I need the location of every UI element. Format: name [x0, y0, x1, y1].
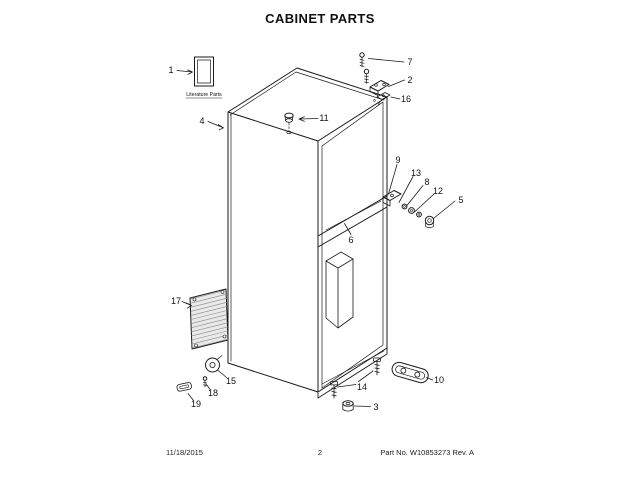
small-screw: [202, 376, 208, 388]
callout-7: 7: [407, 57, 412, 67]
top-hinge-screw-2: [363, 68, 370, 84]
footer-part-no: Part No. W10853273 Rev. A: [380, 448, 474, 457]
callout-11: 11: [319, 113, 328, 123]
leveling-bolt-left: [330, 381, 338, 399]
callout-18: 18: [208, 388, 218, 398]
base-grommet: [342, 400, 354, 412]
callout-16: 16: [401, 94, 411, 104]
compressor-roller: [205, 355, 223, 373]
callout-9: 9: [395, 155, 400, 165]
top-hinge-bracket: [369, 80, 390, 96]
mullion-rail: [317, 195, 388, 248]
hinge-shim: [376, 92, 391, 100]
callouts: 1 2 3 4 5 6 7 8 9 10 11 12 13 14 15 16 1…: [168, 57, 463, 412]
callout-12: 12: [433, 186, 443, 196]
callout-17: 17: [171, 296, 181, 306]
callout-6: 6: [348, 235, 353, 245]
footer-date: 11/18/2015: [166, 448, 203, 457]
callout-3: 3: [373, 402, 378, 412]
callout-13: 13: [411, 168, 421, 178]
literature-label: Literature Parts: [186, 92, 222, 98]
callout-14: 14: [357, 382, 367, 392]
callout-8: 8: [424, 177, 429, 187]
callout-2: 2: [407, 75, 412, 85]
page-title: CABINET PARTS: [265, 11, 375, 26]
hinge-grommet: [424, 215, 435, 229]
leveling-bolt-right: [373, 357, 381, 376]
interior-duct-box: [325, 251, 354, 329]
top-hinge-screw: [359, 52, 365, 68]
top-hole-plug: [284, 112, 294, 135]
literature-pack: [185, 56, 223, 99]
cover-clip: [176, 382, 192, 392]
callout-1: 1: [168, 65, 173, 75]
callout-10: 10: [434, 375, 444, 385]
support-bracket: [391, 361, 429, 384]
hinge-pin-washers: [401, 203, 422, 218]
center-hinge-bracket: [382, 190, 402, 207]
callout-4: 4: [199, 116, 204, 126]
cabinet-shell: [227, 67, 388, 399]
leader-lines: [176, 58, 456, 407]
callout-15: 15: [226, 376, 236, 386]
rear-access-panel: [189, 288, 229, 350]
footer-page-number: 2: [317, 448, 323, 457]
callout-19: 19: [191, 399, 201, 409]
callout-5: 5: [458, 195, 463, 205]
hinge-mount-holes: [373, 99, 381, 105]
